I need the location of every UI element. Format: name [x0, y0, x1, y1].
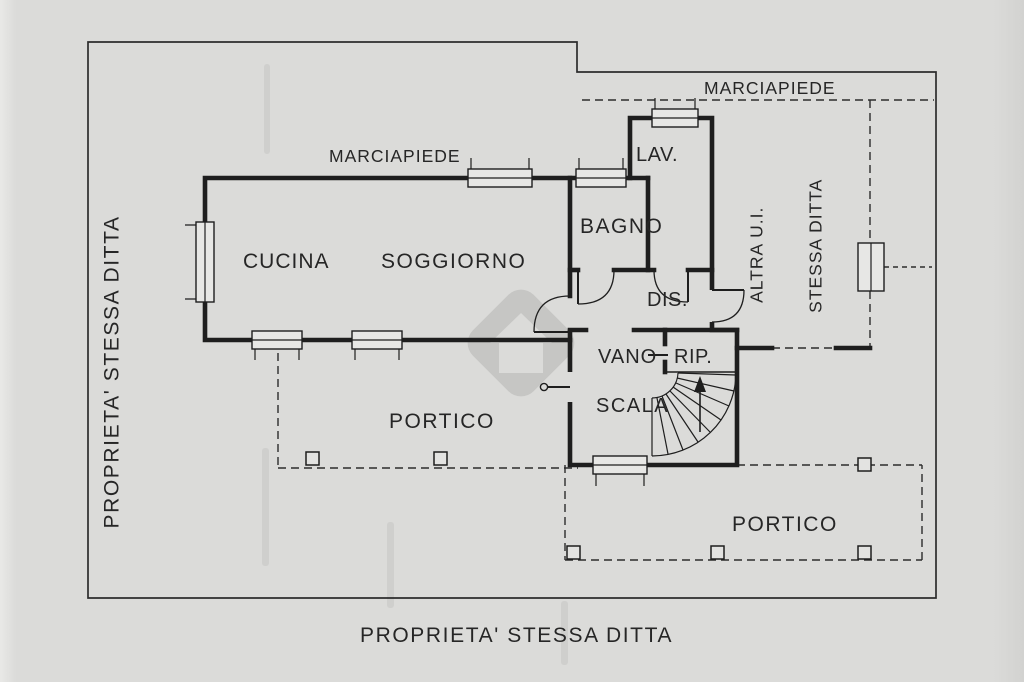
property-boundary — [87, 41, 937, 599]
label-kitchen: CUCINA — [243, 250, 330, 273]
label-same-owner-right: STESSA DITTA — [805, 178, 826, 313]
label-hallway: DIS. — [647, 289, 688, 311]
label-porch-right: PORTICO — [732, 513, 838, 536]
label-stairwell-word1: VANO — [598, 346, 658, 368]
label-stairwell-word2: SCALA — [596, 395, 670, 417]
label-living-room: SOGGIORNO — [381, 250, 527, 273]
scan-artifacts — [262, 64, 568, 665]
door-arc-neighbour — [711, 289, 745, 323]
label-bathroom: BAGNO — [580, 215, 664, 238]
windows — [185, 98, 885, 486]
stair-arrow-icon — [694, 376, 706, 392]
walls — [202, 115, 873, 468]
portico-pillars — [305, 451, 872, 560]
label-other-unit: ALTRA U.I. — [746, 206, 767, 303]
doors — [533, 269, 745, 392]
label-property-bottom: PROPRIETA' STESSA DITTA — [360, 624, 674, 647]
label-storage: RIP. — [674, 346, 713, 368]
label-porch-left: PORTICO — [389, 410, 495, 433]
door-arc-soggiorno — [533, 295, 571, 333]
dashed-boundaries — [277, 99, 934, 561]
door-knob-entrance — [539, 382, 549, 392]
watermark-logo — [467, 289, 575, 397]
staircase — [651, 371, 737, 457]
label-sidewalk-right: MARCIAPIEDE — [704, 78, 836, 98]
label-laundry: LAV. — [636, 144, 679, 166]
label-sidewalk-top: MARCIAPIEDE — [329, 146, 461, 166]
door-arc-bagno — [577, 269, 615, 305]
door-arc-dis — [653, 269, 689, 303]
label-property-left: PROPRIETA' STESSA DITTA — [100, 215, 124, 529]
